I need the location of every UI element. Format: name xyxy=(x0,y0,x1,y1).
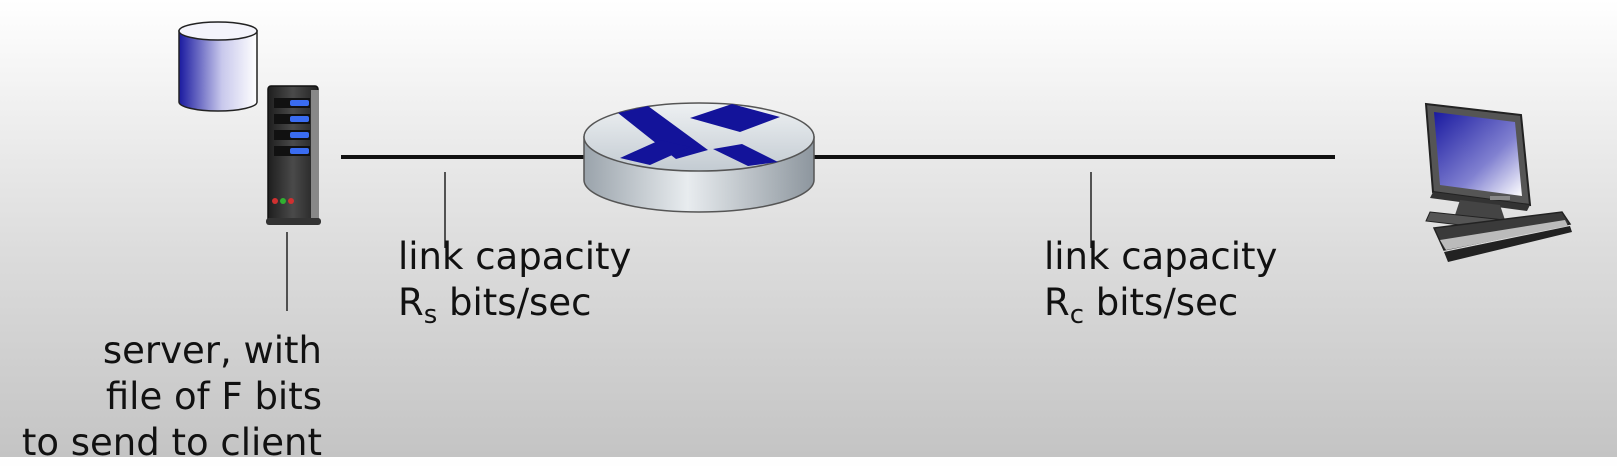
server-label-line-1: server, with xyxy=(102,329,322,372)
link-client-rate-unit: bits/sec xyxy=(1095,281,1239,324)
server-label-line-3: to send to client xyxy=(21,421,322,464)
router-arrows-icon xyxy=(618,104,780,166)
link-server-capacity-label: link capacity Rs bits/sec xyxy=(371,234,631,338)
router-icon xyxy=(583,102,815,213)
link-client-rate: Rc bits/sec xyxy=(1020,280,1277,338)
link-server-capacity-title: link capacity xyxy=(398,235,632,278)
link-client-rate-symbol: R xyxy=(1044,281,1070,324)
link-server-rate-subscript: s xyxy=(423,300,438,330)
computer-icon xyxy=(1424,102,1572,262)
link-server-rate: Rs bits/sec xyxy=(371,280,631,338)
link-client-capacity-title: link capacity xyxy=(1044,235,1278,278)
link-server-rate-unit: bits/sec xyxy=(449,281,592,324)
server-icon xyxy=(266,85,321,225)
server-label: server, with file of F bits to send to c… xyxy=(0,328,322,466)
link-server-rate-symbol: R xyxy=(398,281,424,324)
link-client-rate-subscript: c xyxy=(1069,300,1085,330)
database-icon xyxy=(178,21,258,112)
link-client-capacity-label: link capacity Rc bits/sec xyxy=(1020,234,1277,338)
server-label-line-2: file of F bits xyxy=(105,375,322,418)
